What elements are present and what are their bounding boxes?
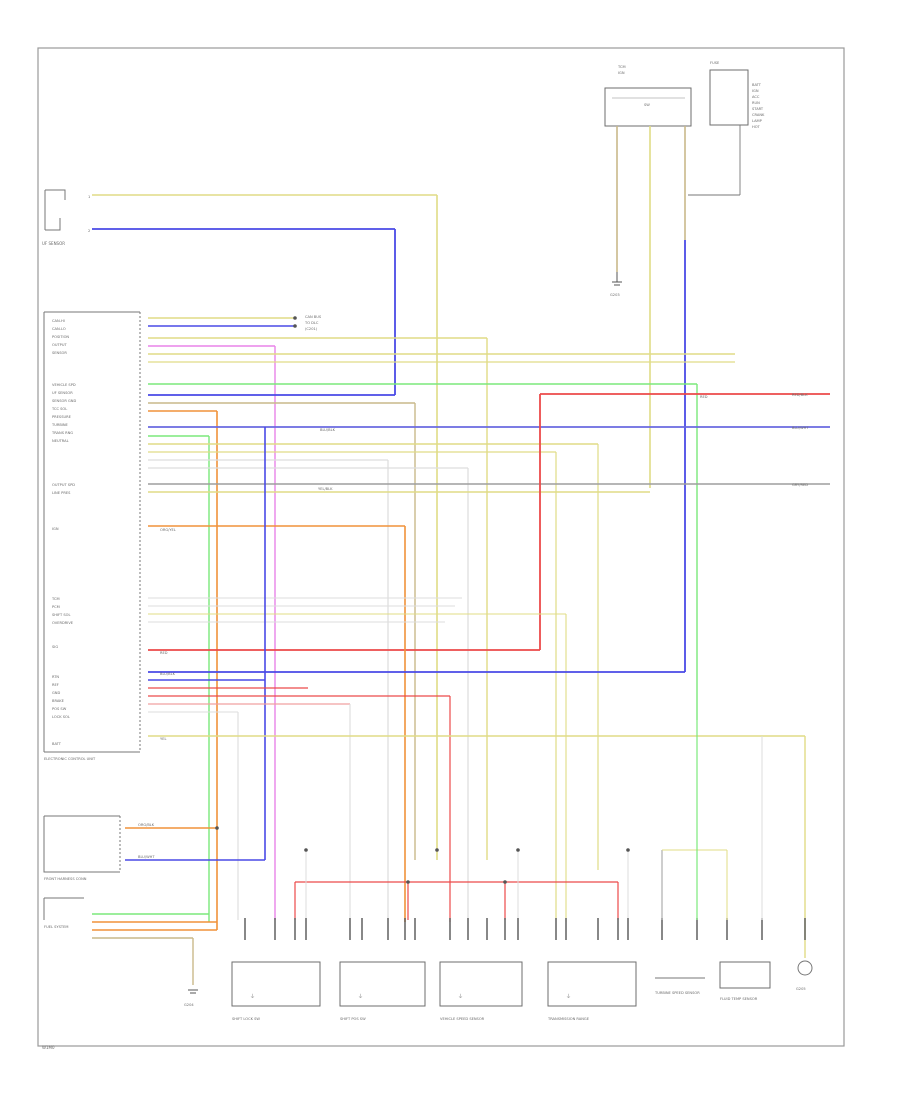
svg-text:⏚: ⏚: [358, 993, 363, 1000]
svg-text:RED: RED: [700, 395, 708, 399]
ground-c-icon: G205: [796, 960, 813, 991]
svg-text:(C201): (C201): [305, 327, 318, 331]
ecu-block: ELECTRONIC CONTROL UNIT: [43, 311, 141, 761]
svg-text:LINE PRES: LINE PRES: [52, 491, 71, 495]
svg-text:ORG/YEL: ORG/YEL: [160, 528, 176, 532]
svg-text:START: START: [752, 107, 764, 111]
svg-text:⏚: ⏚: [458, 993, 463, 1000]
svg-text:CRANK: CRANK: [752, 113, 765, 117]
svg-text:RED: RED: [160, 651, 168, 655]
svg-text:RED/BLK: RED/BLK: [792, 393, 808, 397]
svg-text:CAN-HI: CAN-HI: [52, 319, 65, 323]
uf-sensor: 1 2 UF SENSOR: [42, 189, 90, 246]
svg-text:FRONT HARNESS CONN: FRONT HARNESS CONN: [44, 877, 87, 881]
front-harness-conn: FRONT HARNESS CONN: [43, 815, 121, 881]
svg-text:ELECTRONIC CONTROL UNIT: ELECTRONIC CONTROL UNIT: [44, 757, 96, 761]
svg-text:G204: G204: [184, 1003, 194, 1007]
svg-text:FLUID TEMP SENSOR: FLUID TEMP SENSOR: [720, 997, 758, 1001]
svg-text:BLU/BLK: BLU/BLK: [160, 672, 176, 676]
svg-text:CAN BUS: CAN BUS: [305, 315, 322, 319]
svg-text:NEUTRAL: NEUTRAL: [52, 439, 69, 443]
svg-text:TURBINE: TURBINE: [51, 423, 69, 427]
svg-text:G205: G205: [796, 987, 806, 991]
svg-text:TURBINE SPEED SENSOR: TURBINE SPEED SENSOR: [654, 991, 700, 995]
svg-text:HOT: HOT: [752, 125, 761, 129]
svg-text:SENSOR: SENSOR: [52, 351, 67, 355]
svg-text:TCC SOL: TCC SOL: [51, 407, 67, 411]
ground-b-icon: G204: [184, 989, 198, 1007]
svg-text:UF SENSOR: UF SENSOR: [42, 241, 65, 246]
svg-text:LAMP: LAMP: [752, 119, 763, 123]
svg-text:GND: GND: [52, 691, 60, 695]
svg-text:REF: REF: [52, 683, 59, 687]
fuel-system-conn: FUEL SYSTEM: [43, 897, 84, 929]
diagram-frame: [37, 47, 845, 1047]
svg-text:RUN: RUN: [752, 101, 760, 105]
ground-a-icon: G203: [610, 272, 622, 297]
svg-text:UF SENSOR: UF SENSOR: [52, 391, 73, 395]
svg-text:ACC: ACC: [752, 95, 760, 99]
svg-text:TCM: TCM: [617, 65, 626, 69]
svg-text:CAN-LO: CAN-LO: [52, 327, 66, 331]
svg-text:FUEL SYSTEM: FUEL SYSTEM: [44, 925, 68, 929]
svg-text:OVERDRIVE: OVERDRIVE: [52, 621, 74, 625]
svg-text:BLU/WHT: BLU/WHT: [138, 855, 155, 859]
svg-text:GRY/RED: GRY/RED: [792, 483, 808, 487]
svg-text:SHIFT LOCK SW: SHIFT LOCK SW: [232, 1017, 260, 1021]
svg-text:1: 1: [88, 195, 90, 199]
svg-text:PRESSURE: PRESSURE: [52, 415, 72, 419]
svg-text:SW: SW: [644, 103, 650, 107]
svg-text:SENSOR GND: SENSOR GND: [52, 399, 76, 403]
module-fluid-temp-sensor: FLUID TEMP SENSOR: [719, 961, 771, 1001]
svg-text:OUTPUT SPD: OUTPUT SPD: [52, 483, 75, 487]
ecu-pin-labels: CAN-HI CAN-LO POSITION OUTPUT SENSOR VEH…: [51, 319, 76, 746]
svg-text:TRANS RNG: TRANS RNG: [51, 431, 73, 435]
top-connector-a: TCM IGN SW: [604, 65, 692, 127]
svg-text:SIG: SIG: [52, 645, 58, 649]
svg-text:⏚: ⏚: [566, 993, 571, 1000]
svg-text:VEHICLE SPEED SENSOR: VEHICLE SPEED SENSOR: [440, 1017, 485, 1021]
svg-text:RTN: RTN: [52, 675, 59, 679]
module-turbine-speed-sensor: TURBINE SPEED SENSOR: [654, 977, 705, 995]
svg-text:POS SW: POS SW: [52, 707, 67, 711]
svg-text:IGN: IGN: [618, 71, 625, 75]
svg-text:FUSE: FUSE: [710, 61, 720, 65]
svg-text:SHIFT POS SW: SHIFT POS SW: [340, 1017, 366, 1021]
svg-text:BATT: BATT: [52, 742, 62, 746]
svg-text:TO DLC: TO DLC: [304, 321, 319, 325]
svg-text:G203: G203: [610, 293, 620, 297]
svg-text:IGN: IGN: [52, 527, 59, 531]
svg-text:ORG/BLK: ORG/BLK: [138, 823, 155, 827]
svg-text:VEHICLE SPD: VEHICLE SPD: [52, 383, 76, 387]
svg-text:2: 2: [88, 229, 90, 233]
svg-text:OUTPUT: OUTPUT: [52, 343, 67, 347]
module-shift-lock-sw: ⏚ SHIFT LOCK SW: [231, 961, 321, 1021]
svg-text:BATT: BATT: [752, 83, 762, 87]
svg-text:BLU/BLK: BLU/BLK: [320, 428, 336, 432]
svg-text:BRAKE: BRAKE: [52, 699, 65, 703]
connector-stubs: [244, 918, 806, 940]
svg-text:YEL/BLK: YEL/BLK: [318, 487, 333, 491]
svg-text:LOCK SOL: LOCK SOL: [52, 715, 70, 719]
svg-text:BLU/WHT: BLU/WHT: [792, 426, 809, 430]
svg-text:YEL: YEL: [160, 737, 166, 741]
svg-text:TRANSMISSION RANGE: TRANSMISSION RANGE: [547, 1017, 590, 1021]
module-vehicle-speed-sensor: ⏚ VEHICLE SPEED SENSOR: [439, 961, 523, 1021]
svg-text:PCM: PCM: [52, 605, 60, 609]
top-connector-b: FUSE BATT IGN ACC RUN START CRANK LAMP H…: [709, 61, 765, 129]
svg-text:⏚: ⏚: [250, 993, 255, 1000]
svg-text:SHIFT SOL: SHIFT SOL: [52, 613, 71, 617]
module-shift-pos-sw: ⏚ SHIFT POS SW: [339, 961, 426, 1021]
svg-text:POSITION: POSITION: [52, 335, 69, 339]
diagram-id-label: W1M0: [42, 1045, 55, 1050]
module-trans-range: ⏚ TRANSMISSION RANGE: [547, 961, 637, 1021]
svg-text:TCM: TCM: [51, 597, 60, 601]
svg-text:IGN: IGN: [752, 89, 759, 93]
